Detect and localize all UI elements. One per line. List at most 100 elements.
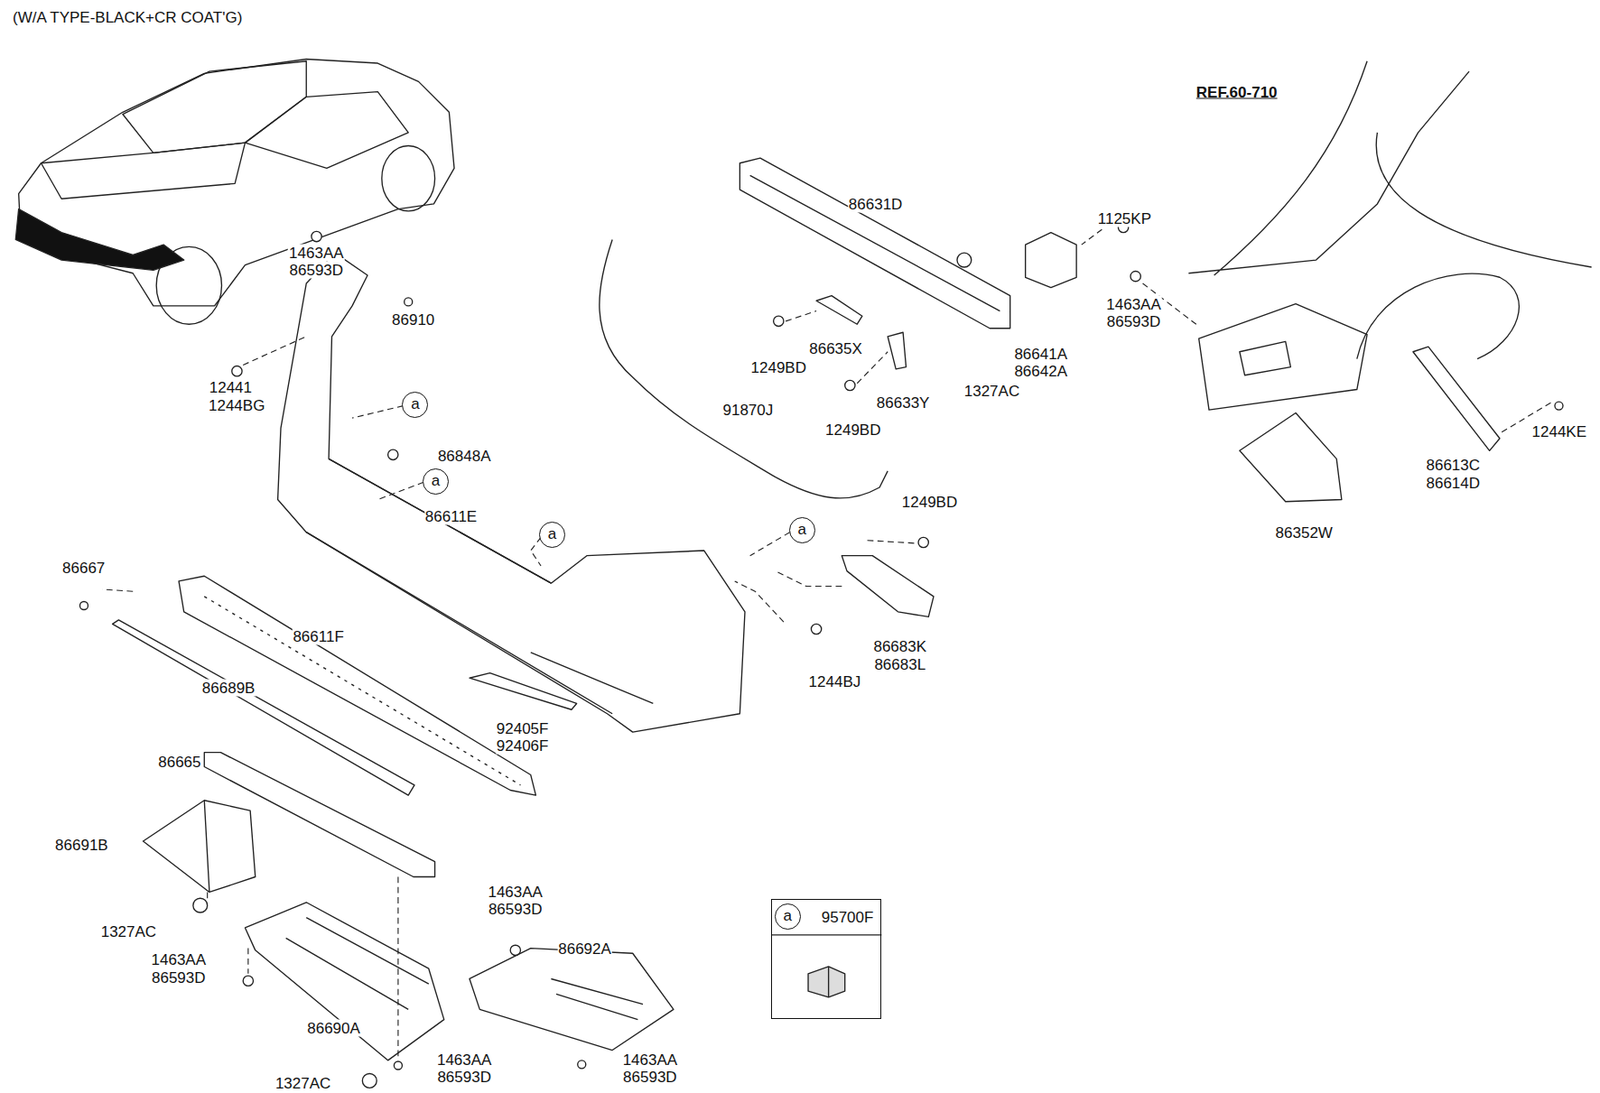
callout-number: 86593D [150, 968, 207, 987]
car-outline [18, 59, 455, 307]
callout-number: 86611F [291, 628, 345, 646]
leader-line [102, 589, 133, 592]
reference-letter: a [431, 473, 440, 491]
quarter-panel [1188, 61, 1591, 360]
callout-number: 86593D [1106, 312, 1163, 330]
callout-number: 86611E [424, 507, 478, 525]
molding [112, 620, 415, 796]
callout-number: 86683L [873, 655, 927, 673]
callout-number: 86593D [622, 1069, 679, 1087]
callout-number: 86667 [61, 559, 106, 577]
callout-number: 86633Y [875, 394, 931, 412]
callout-number: 86641A [1013, 345, 1069, 363]
leader-line [1081, 229, 1103, 245]
car-wheel [381, 146, 436, 212]
mounting-plate [1199, 304, 1368, 410]
diffuser [178, 576, 536, 796]
reference-circle: a [422, 468, 449, 495]
energy-absorber [739, 158, 1010, 329]
callout-number: 92405F [495, 719, 550, 737]
under-cover [244, 902, 444, 1061]
reference-circle: a [774, 903, 801, 931]
box-divider [771, 934, 882, 936]
callout-number: 1249BD [824, 420, 882, 438]
reference-letter: a [798, 521, 807, 540]
callout-number: 1327AC [274, 1075, 332, 1093]
callout-number: 86593D [288, 261, 345, 280]
callout-number: 1327AC [100, 922, 158, 940]
leader-line [397, 877, 399, 1061]
wiring-harness [599, 239, 888, 498]
callout-number: 1463AA [288, 244, 345, 262]
fastener [510, 945, 521, 956]
part-number: 95700F [821, 909, 875, 927]
fastener [311, 231, 322, 242]
legend-box: 95700F a [771, 899, 882, 1020]
leader-line [247, 948, 249, 975]
parking-sensor [808, 967, 846, 998]
car-roof [122, 61, 307, 154]
bumper-line [306, 458, 653, 714]
callout-number: 86683K [872, 638, 928, 656]
callout-number: 1244BG [207, 396, 266, 414]
callout-number: 86593D [436, 1069, 493, 1087]
leader-line [785, 311, 817, 322]
bracket [204, 753, 435, 878]
callout-number: 86613C [1424, 456, 1481, 475]
callout-number: 1327AC [963, 381, 1021, 400]
bracket [816, 296, 863, 326]
diagram-title: (W/A TYPE-BLACK+CR COAT'G) [12, 9, 242, 28]
callout-number: 86690A [306, 1020, 362, 1038]
leader-line [530, 537, 541, 567]
fastener [845, 380, 856, 391]
leader-line [750, 532, 791, 557]
fastener [79, 602, 88, 611]
car-window [244, 92, 409, 169]
leader-line [734, 581, 784, 623]
callout-number: 92406F [495, 737, 550, 755]
callout-number: 86614D [1424, 474, 1481, 492]
callout-number: 86642A [1013, 362, 1069, 381]
leader-line [242, 336, 307, 366]
fastener [388, 449, 399, 460]
callout-number: 1463AA [622, 1051, 680, 1070]
callout-number: 86910 [390, 310, 436, 328]
leader-line [867, 540, 919, 544]
callout-number: 1463AA [150, 951, 208, 969]
reference-letter: a [410, 396, 419, 414]
under-cover [142, 800, 255, 894]
callout-number: 86689B [201, 679, 257, 697]
fastener [232, 366, 242, 377]
fastener [577, 1060, 587, 1070]
reference-letter: a [783, 908, 792, 926]
callout-number: 1463AA [436, 1051, 494, 1070]
reference-circle: a [789, 517, 816, 544]
callout-number: 1244KE [1531, 423, 1589, 441]
callout-number: 86593D [487, 900, 544, 918]
car-trunk [41, 142, 246, 199]
callout-number: 1249BD [750, 358, 808, 376]
reference-circle: a [539, 521, 566, 549]
callout-number: 1244BJ [808, 672, 863, 690]
fastener [1130, 270, 1141, 281]
fastener [242, 976, 253, 987]
callout-number: 86352W [1274, 523, 1334, 541]
reference-circle: a [401, 391, 428, 419]
reflector [469, 673, 577, 711]
bracket [1025, 232, 1077, 289]
fastener [773, 316, 784, 326]
reference-letter: a [548, 526, 557, 544]
callout-number: 86848A [437, 447, 493, 466]
leader-line [206, 892, 208, 900]
fastener [1554, 401, 1563, 410]
fastener [193, 898, 208, 913]
callout-number: 86665 [157, 753, 202, 772]
bumper-cover [278, 252, 745, 733]
bracket [887, 332, 906, 370]
callout-number: 91870J [721, 401, 774, 419]
side-bracket [1413, 346, 1500, 451]
fastener [362, 1074, 377, 1089]
callout-number: 1249BD [901, 493, 959, 512]
